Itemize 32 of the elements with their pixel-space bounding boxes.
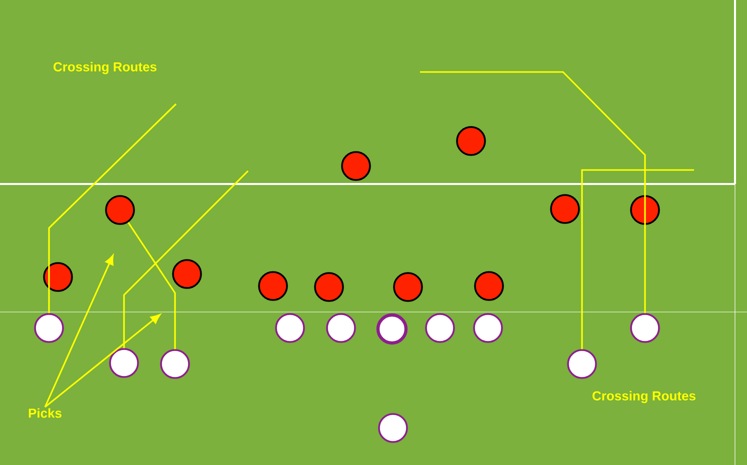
player-circle — [34, 313, 64, 343]
player-circle — [456, 126, 486, 156]
player-circle — [630, 195, 660, 225]
callout-text: Picks — [28, 408, 62, 418]
route-line — [420, 71, 646, 314]
player-circle — [567, 349, 597, 379]
player-circle — [326, 313, 356, 343]
player-circle — [258, 271, 288, 301]
route-line — [48, 103, 177, 314]
player-circle — [425, 313, 455, 343]
route-label: Crossing Routes — [54, 62, 156, 74]
player-circle — [314, 272, 344, 302]
player-circle — [378, 413, 408, 443]
player-circle — [275, 313, 305, 343]
leader-arrow — [44, 254, 114, 408]
player-circle — [341, 151, 371, 181]
player-circle — [172, 259, 202, 289]
leader-arrow — [44, 314, 160, 408]
player-circle — [105, 195, 135, 225]
player-circle — [474, 271, 504, 301]
route-line — [128, 222, 176, 350]
player-circle — [630, 313, 660, 343]
route-line — [123, 170, 249, 348]
player-circle — [109, 348, 139, 378]
route-label: Crossing Routes — [592, 390, 696, 404]
player-circle — [550, 194, 580, 224]
player-circle — [160, 349, 190, 379]
player-circle — [376, 313, 408, 345]
player-circle — [473, 313, 503, 343]
player-circle — [393, 272, 423, 302]
player-circle — [43, 262, 73, 292]
route-line — [581, 169, 694, 350]
